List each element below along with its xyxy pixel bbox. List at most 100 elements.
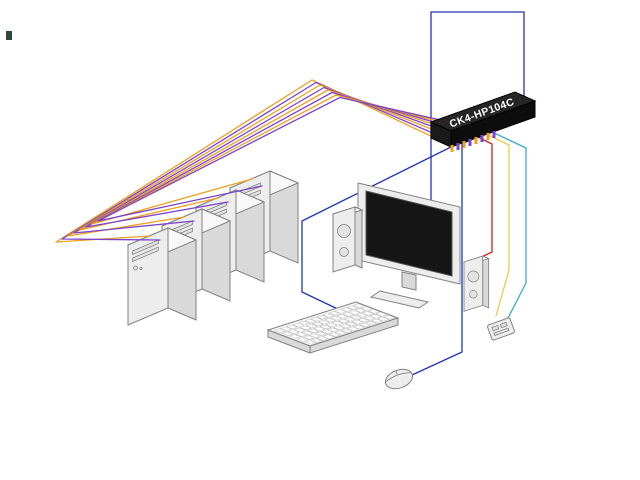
cable-switch-to-keyboard	[301, 144, 456, 313]
keyboard-key	[342, 312, 355, 317]
keyboard-key	[316, 336, 329, 341]
computer-1	[127, 227, 197, 326]
keyboard-key	[327, 327, 340, 332]
keyboard-key	[345, 321, 358, 327]
keyboard-key	[314, 331, 327, 336]
keyboard-key	[334, 330, 347, 335]
plug-pc1-usb	[456, 143, 460, 150]
keyboard-key	[322, 334, 335, 339]
keyboard-key	[340, 328, 353, 333]
keyboard-key	[346, 305, 359, 310]
keyboard-key	[299, 325, 312, 330]
keyboard-key	[337, 318, 350, 324]
speaker-right	[463, 255, 490, 312]
keyboard-key	[317, 319, 330, 325]
keyboard-key	[346, 326, 359, 331]
plug-pc3-video	[474, 137, 478, 144]
keyboard-key	[322, 313, 335, 318]
keyboard-key	[333, 325, 346, 330]
keyboard-key	[280, 326, 293, 331]
keyboard-key	[330, 316, 343, 321]
monitor	[357, 182, 461, 309]
cable-switch-to-remote-yellow	[485, 133, 510, 317]
keyboard-key	[352, 324, 365, 329]
keyboard-key	[319, 324, 332, 329]
wired-remote	[487, 317, 515, 341]
keyboard-key	[325, 322, 338, 328]
kvm-top-face	[429, 91, 537, 132]
mouse-button-divider	[385, 372, 411, 382]
mouse	[384, 368, 414, 390]
corner-mark	[6, 31, 12, 40]
keyboard-key	[301, 330, 314, 335]
keyboard-key	[358, 322, 371, 328]
keyboard-key	[349, 315, 362, 320]
cable-pc1-usb	[61, 81, 459, 241]
keyboard-key	[307, 328, 320, 333]
keyboard-key	[360, 306, 373, 311]
speaker-left	[332, 206, 363, 273]
keyboard-key	[369, 314, 382, 319]
keyboard-key	[289, 334, 302, 339]
cable-switch-to-monitor	[430, 11, 525, 202]
keyboard-key	[357, 318, 370, 323]
keyboard-key	[310, 317, 323, 322]
plug-pc3-usb	[480, 135, 484, 142]
remote-body	[487, 317, 515, 341]
plug-pc1-video	[450, 145, 454, 152]
keyboard-key	[287, 329, 300, 334]
keyboard-key	[286, 324, 299, 329]
keyboard-key	[377, 317, 390, 322]
keyboard	[266, 301, 400, 354]
keyboard-key	[339, 323, 352, 329]
keyboard-key	[363, 316, 376, 321]
keyboard-key	[355, 313, 368, 318]
keyboard-key	[292, 322, 305, 328]
keyboard-front-edge	[309, 317, 399, 354]
keyboard-key	[368, 309, 380, 314]
plug-pc4-usb	[492, 131, 496, 138]
plug-pc2-video	[462, 141, 466, 148]
plug-pc2-usb	[468, 139, 472, 146]
keyboard-key	[308, 333, 321, 338]
monitor-stand-base	[369, 290, 430, 309]
monitor-stand-neck	[401, 271, 417, 291]
keyboard-key	[321, 329, 334, 334]
keyboard-key	[354, 308, 367, 313]
plug-pc4-video	[486, 133, 490, 140]
cable-pc2-usb	[73, 86, 471, 234]
keyboard-key	[302, 335, 315, 340]
keyboard-key	[324, 318, 337, 323]
keyboard-key	[310, 338, 323, 343]
cable-pc4-usb	[97, 96, 495, 222]
keyboard-key	[281, 331, 294, 336]
keyboard-key	[273, 328, 286, 333]
cable-pc3-video	[79, 89, 477, 231]
keyboard-key	[351, 319, 364, 325]
keyboard-key	[375, 312, 388, 317]
cable-switch-to-speaker	[472, 136, 493, 262]
keyboard-key	[371, 318, 384, 324]
cable-pc3-usb	[85, 91, 483, 228]
mouse-body	[384, 368, 414, 390]
keyboard-key	[304, 318, 317, 324]
keyboard-key	[298, 320, 311, 326]
keyboard-key	[334, 309, 347, 314]
remote-button-3	[493, 327, 510, 336]
remote-button-1	[491, 325, 500, 332]
keyboard-key	[361, 311, 374, 316]
keyboard-key	[293, 327, 306, 332]
keyboard-keys	[273, 303, 396, 345]
remote-button-2	[499, 321, 508, 329]
cable-switch-to-remote-teal	[491, 131, 527, 323]
monitor-screen	[365, 190, 453, 277]
keyboard-key	[383, 315, 396, 320]
keyboard-key	[316, 315, 329, 320]
keyboard-key	[313, 326, 326, 331]
keyboard-key	[311, 321, 324, 327]
keyboard-key	[328, 332, 341, 337]
cable-pc4-video	[91, 94, 489, 225]
keyboard-key	[352, 303, 365, 308]
keyboard-key	[365, 320, 378, 326]
